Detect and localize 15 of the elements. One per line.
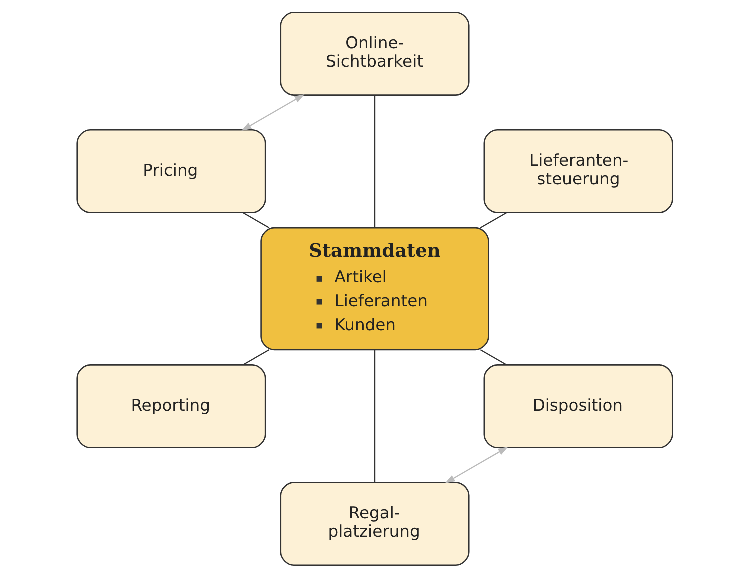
connector — [374, 96, 376, 228]
connector — [374, 350, 376, 482]
node-box: Disposition — [484, 364, 674, 448]
arrow — [445, 447, 508, 484]
node-box: Online- Sichtbarkeit — [280, 12, 470, 96]
node-box: Pricing — [76, 130, 266, 214]
node-box: Reporting — [76, 364, 266, 448]
arrow — [242, 94, 305, 131]
connector — [480, 349, 507, 366]
connector — [243, 212, 270, 229]
connector — [243, 349, 270, 366]
node-box: Regal- platzierung — [280, 482, 470, 566]
node-box: Lieferanten- steuerung — [484, 130, 674, 214]
connector — [480, 212, 507, 229]
node-box: Stammdaten Artikel Lieferanten Kunden — [260, 227, 490, 351]
